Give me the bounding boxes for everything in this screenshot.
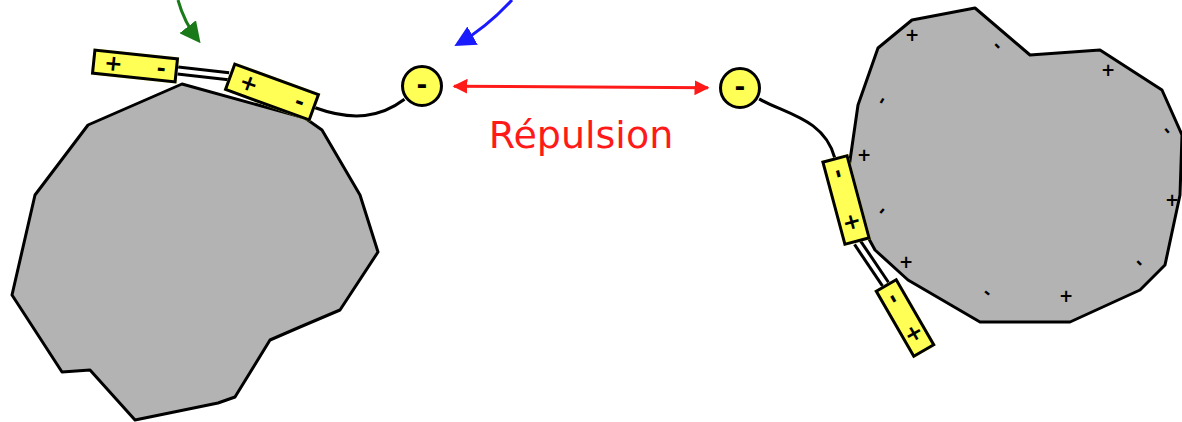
connector bbox=[315, 99, 404, 116]
connector bbox=[454, 86, 708, 88]
link-core bbox=[857, 243, 885, 285]
right-body bbox=[845, 8, 1182, 322]
edge-label: Répulsion bbox=[489, 113, 674, 157]
surface-charge: + bbox=[905, 27, 919, 44]
charge-sign: + bbox=[103, 52, 124, 76]
charge-sign: + bbox=[839, 210, 865, 234]
blue-pointer bbox=[458, 0, 512, 44]
charge-sign: - bbox=[735, 74, 746, 100]
surface-charge: + bbox=[1165, 192, 1179, 209]
charge-sign: - bbox=[417, 72, 428, 98]
surface-charge: + bbox=[1101, 62, 1115, 79]
link-core bbox=[178, 70, 229, 76]
left-body bbox=[12, 84, 378, 420]
repulsion-arrow bbox=[454, 86, 708, 88]
charge-sign: - bbox=[292, 90, 308, 114]
green-pointer bbox=[178, 0, 198, 40]
charge-circle: - bbox=[719, 67, 761, 109]
charge-circle: - bbox=[401, 65, 443, 107]
surface-charge: + bbox=[857, 147, 871, 164]
connector bbox=[178, 70, 229, 76]
wire bbox=[759, 99, 834, 158]
surface-charge: + bbox=[899, 254, 913, 271]
charge-sign: - bbox=[827, 166, 851, 181]
charge-sign: - bbox=[156, 57, 167, 80]
dipole-box: +- bbox=[91, 49, 179, 84]
connector bbox=[857, 243, 885, 285]
connector bbox=[759, 99, 834, 158]
link-outline bbox=[857, 243, 885, 285]
charge-sign: + bbox=[900, 320, 928, 347]
surface-charge: + bbox=[1059, 288, 1073, 305]
link-outline bbox=[178, 70, 229, 76]
wire bbox=[315, 99, 404, 116]
charge-sign: + bbox=[236, 70, 261, 97]
charge-sign: - bbox=[882, 289, 906, 308]
